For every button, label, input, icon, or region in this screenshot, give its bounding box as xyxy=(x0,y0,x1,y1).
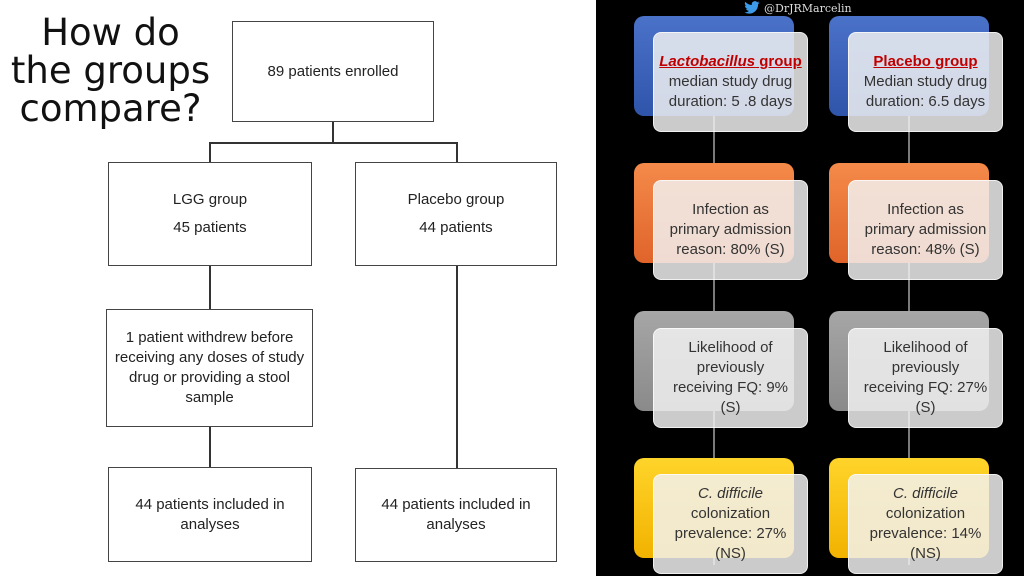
twitter-bird-icon xyxy=(744,1,760,14)
lacto-cdiff-text: (NS) xyxy=(715,545,746,562)
placebo-infection-text: reason: 48% (S) xyxy=(871,241,980,258)
title-line: the groups xyxy=(10,49,211,92)
lacto-group-name: Lactobacillus xyxy=(659,53,756,70)
lacto-cdiff-card: C. difficile colonization prevalence: 27… xyxy=(653,474,808,574)
comparison-panel: @DrJRMarcelin Lactobacillus group median… xyxy=(596,0,1024,576)
withdrew-text: receiving any doses of study xyxy=(114,349,305,366)
lgg-included-text: analyses xyxy=(180,515,240,533)
lgg-group-count: 45 patients xyxy=(173,219,247,236)
lacto-infection-card: Infection as primary admission reason: 8… xyxy=(653,180,808,280)
lacto-fq-card: Likelihood of previously receiving FQ: 9… xyxy=(653,328,808,428)
placebo-included-text: analyses xyxy=(426,516,486,533)
placebo-fq-text: (S) xyxy=(915,399,936,416)
lacto-fq-text: previously xyxy=(696,359,765,376)
placebo-fq-text: previously xyxy=(891,359,960,376)
connector xyxy=(209,426,211,468)
placebo-infection-text: primary admission xyxy=(864,221,987,238)
lacto-fq-text: (S) xyxy=(720,399,741,416)
placebo-infection-text: Infection as xyxy=(887,201,964,218)
title-line: How do xyxy=(41,11,180,54)
lacto-infection-text: reason: 80% (S) xyxy=(676,241,785,258)
connector xyxy=(209,142,211,163)
withdrew-box: 1 patient withdrew before receiving any … xyxy=(106,309,313,427)
flow-panel: How do the groups compare? 89 patients e… xyxy=(8,13,557,562)
withdrew-text: sample xyxy=(185,389,234,406)
withdrew-text: drug or providing a stool xyxy=(129,369,290,386)
placebo-duration-text: duration: 6.5 days xyxy=(865,93,986,110)
lacto-group-suffix: group xyxy=(755,53,802,70)
placebo-cdiff-text: prevalence: 14% xyxy=(869,525,982,542)
connector xyxy=(332,121,334,143)
handle-text: @DrJRMarcelin xyxy=(764,1,852,15)
placebo-infection-card: Infection as primary admission reason: 4… xyxy=(848,180,1003,280)
placebo-fq-card: Likelihood of previously receiving FQ: 2… xyxy=(848,328,1003,428)
title-line: compare? xyxy=(19,87,202,130)
lacto-cdiff-organism: C. difficile xyxy=(697,485,764,502)
placebo-group-name: Placebo group xyxy=(407,191,505,208)
placebo-fq-text: receiving FQ: 27% xyxy=(863,379,988,396)
connector xyxy=(209,265,211,310)
placebo-group-box: Placebo group 44 patients xyxy=(355,162,557,266)
placebo-included-box: 44 patients included in analyses xyxy=(355,468,557,562)
lgg-group-box: LGG group 45 patients xyxy=(108,162,312,266)
lacto-group-label: Lactobacillus group xyxy=(659,52,802,72)
placebo-header-card: Placebo group Median study drug duration… xyxy=(848,32,1003,132)
placebo-cdiff-text: colonization xyxy=(885,505,966,522)
lacto-infection-text: primary admission xyxy=(669,221,792,238)
lacto-duration-text: duration: 5 .8 days xyxy=(668,93,793,110)
connector xyxy=(209,142,457,144)
twitter-handle: @DrJRMarcelin xyxy=(743,0,852,16)
placebo-cdiff-card: C. difficile colonization prevalence: 14… xyxy=(848,474,1003,574)
placebo-duration-text: Median study drug xyxy=(863,73,988,90)
withdrew-text: 1 patient withdrew before xyxy=(125,329,294,346)
lacto-cdiff-text: prevalence: 27% xyxy=(674,525,787,542)
placebo-group-label: Placebo group xyxy=(873,53,978,70)
placebo-cdiff-text: (NS) xyxy=(910,545,941,562)
lacto-header-card: Lactobacillus group median study drug du… xyxy=(653,32,808,132)
lacto-duration-text: median study drug xyxy=(668,73,793,90)
lgg-included-box: 44 patients included in analyses xyxy=(108,467,312,562)
lacto-fq-text: receiving FQ: 9% xyxy=(672,379,789,396)
placebo-group-count: 44 patients xyxy=(419,219,493,236)
connector xyxy=(456,142,458,163)
placebo-fq-text: Likelihood of xyxy=(883,339,968,356)
placebo-cdiff-organism: C. difficile xyxy=(892,485,959,502)
enrolled-box: 89 patients enrolled xyxy=(232,21,434,122)
lacto-infection-text: Infection as xyxy=(692,201,769,218)
connector xyxy=(456,265,458,469)
enrolled-text: 89 patients enrolled xyxy=(267,62,399,80)
lgg-included-text: 44 patients included in xyxy=(135,495,285,513)
placebo-included-text: 44 patients included in xyxy=(381,496,531,513)
lgg-group-name: LGG group xyxy=(172,191,248,208)
slide-title: How do the groups compare? xyxy=(8,14,213,128)
lacto-cdiff-text: colonization xyxy=(690,505,771,522)
lacto-fq-text: Likelihood of xyxy=(688,339,773,356)
